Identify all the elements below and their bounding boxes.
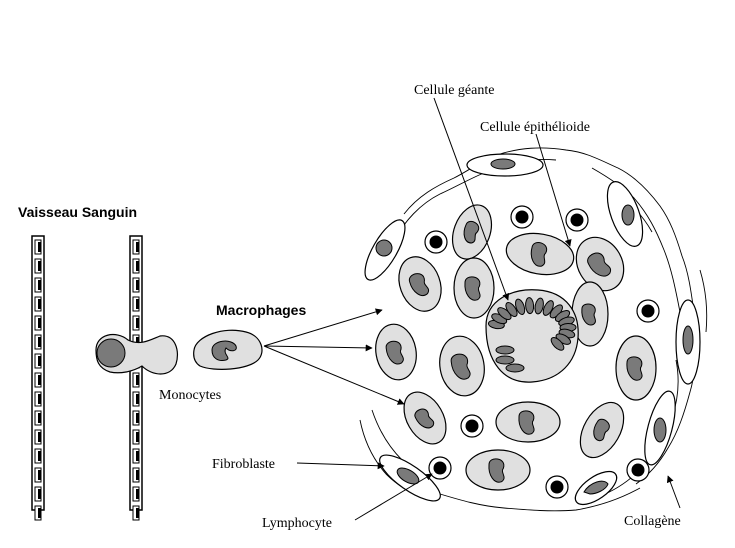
vessel-segment-mark xyxy=(136,451,139,461)
epithelioid-cell xyxy=(403,391,447,445)
vessel-segment-mark xyxy=(136,280,139,290)
label-pointers xyxy=(296,97,681,521)
vessel-segment-mark xyxy=(136,318,139,328)
vessel-segment-mark xyxy=(136,489,139,499)
label-fibroblaste: Fibroblaste xyxy=(212,457,275,472)
label-collagene: Collagène xyxy=(624,514,681,529)
giant-cell-nucleus xyxy=(534,297,544,315)
vessel-segment-mark xyxy=(136,299,139,309)
epithelioid-cell xyxy=(398,256,442,312)
epithelioid-cell xyxy=(451,204,493,260)
lymphocyte-nucleus xyxy=(550,480,564,494)
giant-cell-nucleus xyxy=(505,363,525,373)
granuloma xyxy=(359,147,708,512)
lymphocyte-nucleus xyxy=(570,213,584,227)
vessel-segment-mark xyxy=(38,356,41,366)
vessel-segment-mark xyxy=(38,394,41,404)
label-cellule-geante: Cellule géante xyxy=(414,83,494,98)
giant-cell-nucleus xyxy=(525,297,535,315)
epithelioid-cell xyxy=(495,401,561,443)
giant-cell-nucleus xyxy=(495,345,515,355)
vessel-segment-mark xyxy=(136,261,139,271)
label-monocytes: Monocytes xyxy=(159,388,221,403)
label-macrophages: Macrophages xyxy=(216,302,306,318)
epithelioid-cells xyxy=(375,204,657,491)
label-cellule-epithelioide: Cellule épithélioide xyxy=(480,120,590,135)
lymphocyte-nucleus xyxy=(465,419,479,433)
vessel-segment-mark xyxy=(38,375,41,385)
vessel-segment-mark xyxy=(38,508,41,518)
vessel-segment-mark xyxy=(136,432,139,442)
vessel-segment-mark xyxy=(38,470,41,480)
label-vaisseau-sanguin: Vaisseau Sanguin xyxy=(18,204,137,220)
arrows-to-granuloma xyxy=(263,308,405,405)
epithelioid-cell xyxy=(453,257,495,319)
fibroblast-cells xyxy=(364,153,701,506)
vessel-segment-mark xyxy=(136,375,139,385)
vessel-segment-mark xyxy=(136,242,139,252)
vessel-wall-left xyxy=(31,235,45,521)
giant-cell-nucleus xyxy=(505,302,518,317)
epithelioid-cell xyxy=(571,281,609,347)
lymphocyte-cells xyxy=(424,205,660,499)
epithelioid-cell xyxy=(575,236,625,292)
monocyte-in-vessel xyxy=(95,333,179,375)
lymphocyte-nucleus xyxy=(631,463,645,477)
epithelioid-cell xyxy=(579,401,625,459)
vessel-segment-mark xyxy=(38,413,41,423)
lymphocyte-nucleus xyxy=(429,235,443,249)
epithelioid-cell xyxy=(505,232,575,276)
vessel-segment-mark xyxy=(136,508,139,518)
giant-cell-nucleus xyxy=(495,355,515,365)
vessel-segment-mark xyxy=(38,242,41,252)
giant-cell xyxy=(485,289,579,383)
label-lymphocyte: Lymphocyte xyxy=(262,516,332,531)
macrophage-cell xyxy=(193,329,263,370)
epithelioid-cell xyxy=(465,449,531,491)
vessel-segment-mark xyxy=(136,413,139,423)
lymphocyte-nucleus xyxy=(515,210,529,224)
vessel-segment-mark xyxy=(38,337,41,347)
vessel-segment-mark xyxy=(136,470,139,480)
vessel-segment-mark xyxy=(136,394,139,404)
vessel-wall-right xyxy=(129,235,143,521)
vessel-segment-mark xyxy=(38,432,41,442)
epithelioid-cell xyxy=(375,323,417,381)
epithelioid-cell xyxy=(439,335,485,397)
lymphocyte-nucleus xyxy=(433,461,447,475)
vessel-segment-mark xyxy=(38,489,41,499)
vessel-segment-mark xyxy=(38,280,41,290)
epithelioid-cell xyxy=(615,335,657,401)
giant-cell-nucleus xyxy=(514,298,526,315)
lymphocyte-nucleus xyxy=(641,304,655,318)
vessel-segment-mark xyxy=(38,318,41,328)
vessel-segment-mark xyxy=(38,299,41,309)
vessel-segment-mark xyxy=(38,261,41,271)
vessel-segment-mark xyxy=(38,451,41,461)
giant-cell-nucleus xyxy=(550,337,565,351)
